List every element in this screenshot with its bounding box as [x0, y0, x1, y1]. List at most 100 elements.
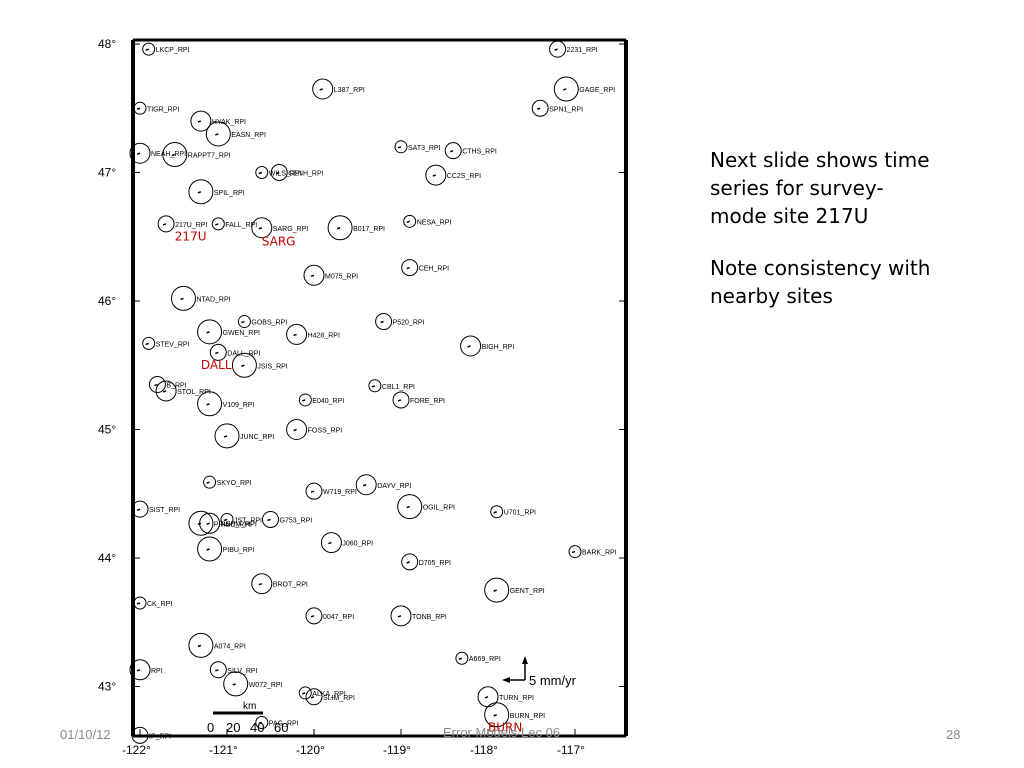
site-marker: LKCP_RPI	[142, 42, 190, 56]
velocity-vector	[493, 714, 497, 717]
site-marker: B_RPI	[148, 376, 187, 394]
site-marker: SLIM_RPI	[305, 688, 355, 706]
error-ellipse	[305, 607, 323, 625]
velocity-vector	[258, 171, 263, 175]
velocity-vector	[223, 435, 228, 438]
error-ellipse	[131, 726, 149, 744]
velocity-vector	[458, 657, 463, 660]
error-ellipse	[205, 121, 231, 147]
lon-label: -117°	[557, 743, 585, 757]
lat-label: 45°	[98, 423, 116, 437]
site-label: SLIM_RPI	[323, 695, 355, 702]
site-marker: 0047_RPI	[305, 607, 354, 625]
site-marker: BURN_RPI	[484, 702, 545, 728]
lat-label: 43°	[98, 680, 116, 694]
velocity-vector	[206, 403, 210, 406]
error-ellipse	[484, 702, 510, 728]
notes-paragraph-2: Note consistency with nearby sites	[710, 256, 931, 308]
error-ellipse	[251, 573, 273, 595]
site-marker: 2231_RPI	[549, 40, 598, 58]
velocity-vector	[310, 615, 315, 618]
error-ellipse	[553, 76, 579, 102]
site-marker: PAG_RPI	[255, 715, 299, 729]
highlight-site-label: SARG	[262, 235, 296, 249]
velocity-vector	[162, 390, 167, 393]
error-ellipse	[190, 110, 212, 132]
site-label: PAG_RPI	[269, 720, 299, 727]
velocity-vector	[136, 107, 141, 110]
site-label: BARK_RPI	[582, 550, 617, 557]
site-marker: W072_RPI	[223, 671, 283, 697]
velocity-vector	[406, 220, 410, 224]
error-ellipse	[188, 179, 214, 205]
site-marker: SARG_RPI	[251, 217, 308, 239]
velocity-vector	[293, 333, 297, 337]
site-marker: W719_RPI	[305, 482, 357, 500]
velocity-vector	[310, 274, 315, 278]
error-ellipse	[401, 259, 419, 277]
velocity-vector	[397, 399, 402, 402]
error-ellipse	[142, 336, 156, 350]
velocity-vector	[293, 428, 297, 432]
site-marker: V109_RPI	[197, 391, 255, 417]
error-ellipse	[531, 99, 549, 117]
site-label: IP_RPI	[149, 733, 171, 740]
velocity-vector	[197, 522, 202, 526]
velocity-vector	[328, 541, 332, 545]
error-ellipse	[425, 164, 447, 186]
site-marker: BIGH_RPI	[460, 335, 515, 357]
velocity-vector	[397, 615, 402, 618]
site-label: FALL_RPI	[225, 222, 257, 229]
site-label: LKCP_RPI	[156, 47, 190, 54]
error-ellipse	[303, 264, 325, 286]
highlight-site-label: 217U	[175, 230, 207, 244]
site-marker: SKYO_RPI	[203, 475, 252, 489]
site-label: CENH_RPI	[288, 171, 323, 178]
site-label: SILV_RPI	[227, 668, 257, 675]
error-ellipse	[255, 715, 269, 729]
site-marker: CK_RPI	[133, 596, 172, 610]
error-ellipse	[197, 536, 223, 562]
error-ellipse	[237, 315, 251, 329]
error-ellipse	[368, 379, 382, 393]
velocity-vector	[258, 582, 263, 586]
site-label: SAT3_RPI	[408, 145, 441, 152]
lon-label: -119°	[383, 743, 411, 757]
site-label: FOSS_RPI	[308, 428, 343, 435]
velocity-vector	[206, 522, 210, 526]
site-marker: H428_RPI	[286, 323, 340, 345]
lon-label: -122°	[122, 743, 151, 757]
site-label: STEV_RPI	[156, 341, 190, 348]
site-label: WILS_RPI	[269, 171, 302, 178]
error-ellipse	[188, 510, 214, 536]
footer-title: Error Models Lec 06	[443, 725, 561, 740]
velocity-vector	[206, 548, 210, 551]
site-label: RAPPT7_RPI	[188, 153, 231, 160]
site-marker: GENT_RPI	[484, 577, 545, 603]
velocity-vector	[571, 550, 576, 554]
site-label: CTHS_RPI	[462, 149, 497, 156]
site-label: EASN_RPI	[231, 132, 266, 139]
velocity-vector	[232, 683, 236, 686]
site-label: BIGH_RPI	[482, 344, 515, 351]
error-ellipse	[375, 313, 393, 331]
error-ellipse	[188, 632, 214, 658]
site-label: 217U_RPI	[175, 222, 207, 229]
error-ellipse	[286, 323, 308, 345]
site-marker: SPN1_RPI	[531, 99, 583, 117]
error-ellipse	[133, 101, 147, 115]
velocity-vector	[371, 385, 376, 388]
site-marker: B017_RPI	[327, 215, 385, 241]
velocity-vector	[362, 484, 367, 487]
site-label: DALL_RPI	[227, 350, 260, 357]
site-label: TURN_RPI	[499, 695, 534, 702]
site-marker: JUNC_RPI	[214, 423, 274, 449]
velocity-vector	[310, 490, 315, 493]
site-marker: EASN_RPI	[205, 121, 266, 147]
scale-vector: 5 mm/yr	[502, 656, 577, 688]
site-marker: J060_RPI	[320, 532, 373, 554]
site-marker: U701_RPI	[490, 505, 536, 519]
error-ellipse	[211, 217, 225, 231]
velocity-vector	[319, 88, 323, 91]
error-ellipse	[320, 532, 342, 554]
